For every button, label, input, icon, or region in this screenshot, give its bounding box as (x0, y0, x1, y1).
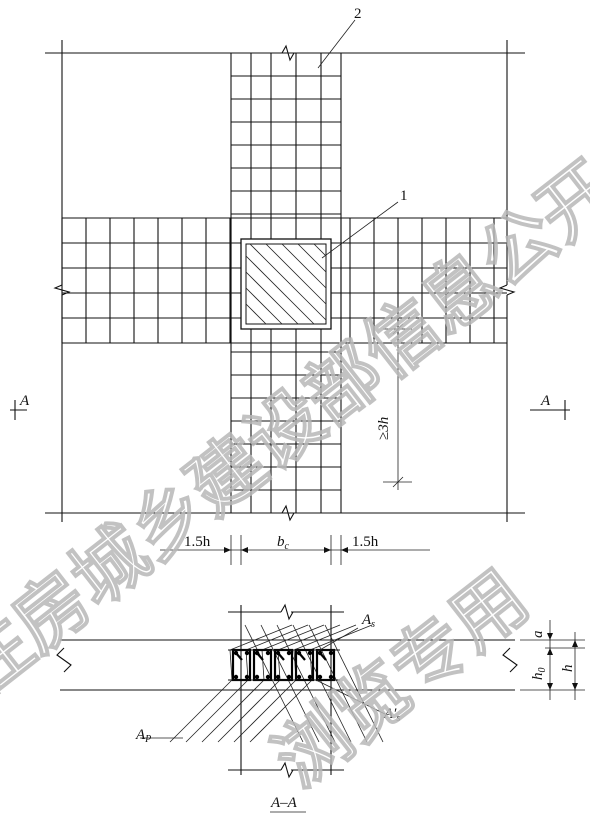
stirrup-hook (319, 652, 327, 661)
bent-bar (261, 649, 265, 681)
dim-1-5h-right: 1.5h (352, 534, 379, 550)
rebar-dot (254, 674, 260, 680)
bent-bar (245, 624, 309, 651)
bent-bar (249, 679, 313, 743)
hatch-line (245, 255, 315, 325)
hatch-line (249, 243, 327, 321)
bent-bar (293, 624, 357, 651)
rebar-dot (328, 650, 334, 656)
dimension-3h-label: ≥3h (376, 417, 392, 440)
stirrup-hook (277, 652, 285, 661)
rebar-dot (307, 674, 313, 680)
section-mark-left: A (10, 393, 30, 420)
dim-h-label: h (560, 665, 576, 673)
rebar-dot (244, 650, 250, 656)
bent-up-bars (169, 624, 384, 743)
bent-bar (185, 679, 249, 743)
callout-2-label: 2 (354, 6, 362, 22)
hatch-line (281, 243, 327, 289)
rebar-dot (265, 674, 271, 680)
bent-bar (292, 624, 352, 743)
dim-h0-label: h0 (530, 668, 548, 681)
section-depth-dims: a h0 h (520, 620, 585, 700)
hatch-line (265, 243, 327, 305)
rebar-dot (244, 674, 250, 680)
bent-bar (276, 624, 336, 743)
dim-be-label: bc (277, 534, 290, 552)
bent-bar (217, 679, 281, 743)
callout-1-label: 1 (400, 188, 408, 204)
section-mark-right: A (530, 393, 570, 420)
rebar-dot (307, 650, 313, 656)
plan-view: 1 2 ≥3h A A (10, 6, 570, 565)
bent-bar (229, 649, 233, 681)
rebar-dot (286, 650, 292, 656)
section-title: A–A (270, 795, 298, 811)
dim-a-label: a (530, 631, 546, 639)
rebar-dot (328, 674, 334, 680)
hatch-line (297, 243, 327, 273)
section-view: As A′s AP a h0 h A–A (56, 603, 585, 813)
bent-bar (277, 624, 341, 651)
bent-bar (261, 624, 325, 651)
bent-bar (308, 624, 368, 743)
bent-bar (233, 679, 297, 743)
section-mark-left-label: A (19, 393, 30, 409)
section-mark-right-label: A (540, 393, 551, 409)
hatch-line (245, 287, 283, 325)
hatch-line (245, 271, 299, 325)
As-prime-label: A′s (383, 706, 400, 724)
hatch-line (245, 303, 267, 325)
rebar-dot (286, 674, 292, 680)
As-label: As (361, 612, 375, 630)
dimension-row: 1.5h bc 1.5h (160, 534, 430, 565)
bent-bar (229, 624, 293, 651)
stirrup-hook (235, 652, 243, 661)
bent-bar (244, 624, 304, 743)
rebar-dot (265, 650, 271, 656)
rebar-dot (233, 674, 239, 680)
stirrup-cages (228, 648, 340, 682)
dim-1-5h-left: 1.5h (184, 534, 211, 550)
rebar-dot (296, 674, 302, 680)
stirrup-hook (298, 652, 306, 661)
rebar-dot (275, 674, 281, 680)
column-hatched (240, 238, 332, 330)
bent-bar (324, 624, 384, 743)
hatch-line (313, 243, 327, 257)
bent-bar (260, 624, 320, 743)
rebar-dot (317, 674, 323, 680)
dimension-3h: ≥3h (376, 322, 412, 490)
bent-bar (169, 679, 233, 743)
stirrup-hook (256, 652, 264, 661)
Ap-label: AP (135, 727, 151, 745)
bent-bar (201, 679, 265, 743)
